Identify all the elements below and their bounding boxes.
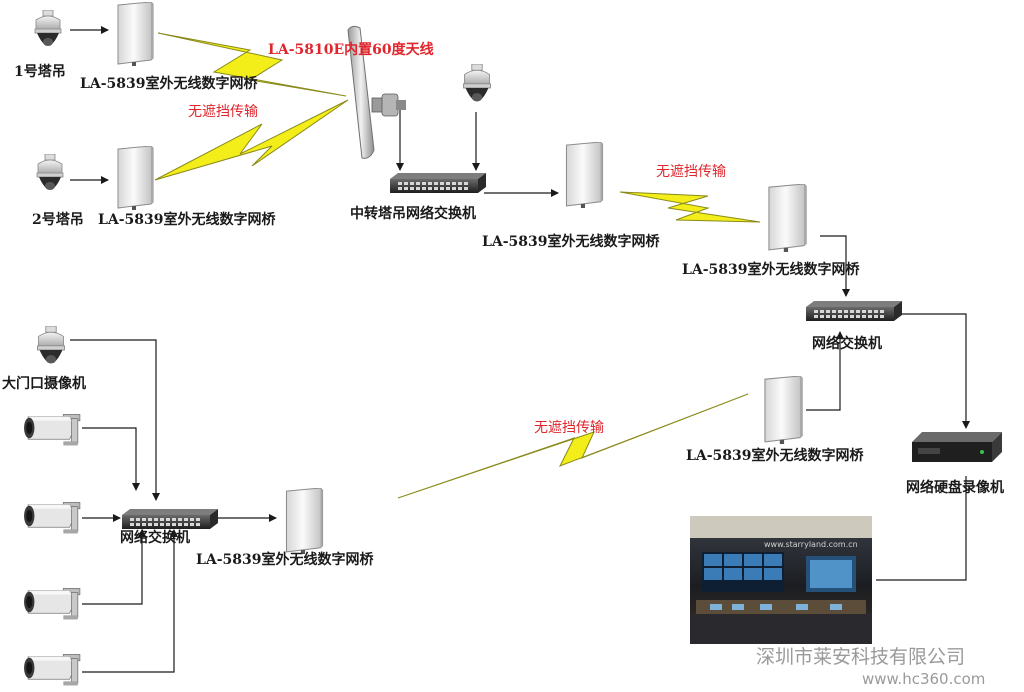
bridge-mid2-label: LA-5839室外无线数字网桥 [682, 262, 860, 278]
gate-camera [36, 326, 66, 365]
gate-camera-label: 大门口摄像机 [2, 376, 86, 392]
left-switch [122, 509, 218, 529]
bridge-mid1-label: LA-5839室外无线数字网桥 [482, 234, 660, 250]
bridge-mid-2 [768, 184, 807, 252]
transfer-switch-label: 中转塔吊网络交换机 [350, 206, 476, 222]
antenna-label: LA-5810E内置60度天线 [268, 42, 434, 58]
bridge-right-low [764, 376, 803, 444]
unobstructed-label-2: 无遮挡传输 [656, 164, 726, 180]
unobstructed-label-1: 无遮挡传输 [188, 104, 258, 120]
bridge-tower2 [117, 146, 154, 210]
bridge-tower1 [117, 2, 154, 66]
left-switch-label: 网络交换机 [120, 530, 190, 546]
bridge-right-low-label: LA-5839室外无线数字网桥 [686, 448, 864, 464]
bullet-camera-1 [23, 413, 81, 446]
tower1-label: 1号塔吊 [14, 64, 66, 80]
right-switch [806, 301, 902, 321]
tower2-label: 2号塔吊 [32, 212, 84, 228]
tower2-camera [36, 154, 64, 191]
wireless-link-bottom [397, 393, 749, 499]
bullet-camera-3 [23, 587, 81, 620]
wireless-link-tower2 [154, 99, 349, 181]
wireless-link-tower1 [157, 32, 347, 97]
connection-lines [70, 26, 970, 673]
bridge-tower1-label: LA-5839室外无线数字网桥 [80, 76, 258, 92]
photo-caption: www.starryland.com.cn [764, 540, 858, 549]
wireless-link-mid [619, 191, 761, 223]
bridge-tower2-label: LA-5839室外无线数字网桥 [98, 212, 276, 228]
transfer-tower-camera [462, 64, 492, 103]
unobstructed-label-3: 无遮挡传输 [534, 420, 604, 436]
nvr-device [912, 432, 1002, 462]
bridge-left [285, 488, 324, 554]
watermark-site: www.hc360.com [862, 670, 986, 688]
bullet-camera-4 [23, 653, 81, 686]
bridge-left-label: LA-5839室外无线数字网桥 [196, 552, 374, 568]
bridge-mid-1 [565, 142, 604, 208]
monitoring-room-photo [690, 516, 872, 644]
bullet-camera-2 [23, 501, 81, 534]
sector-antenna [347, 25, 406, 159]
nvr-label: 网络硬盘录像机 [906, 480, 1004, 496]
transfer-switch [390, 173, 486, 193]
watermark-company: 深圳市莱安科技有限公司 [756, 646, 966, 668]
tower1-camera [34, 10, 62, 47]
right-switch-label: 网络交换机 [812, 336, 882, 352]
